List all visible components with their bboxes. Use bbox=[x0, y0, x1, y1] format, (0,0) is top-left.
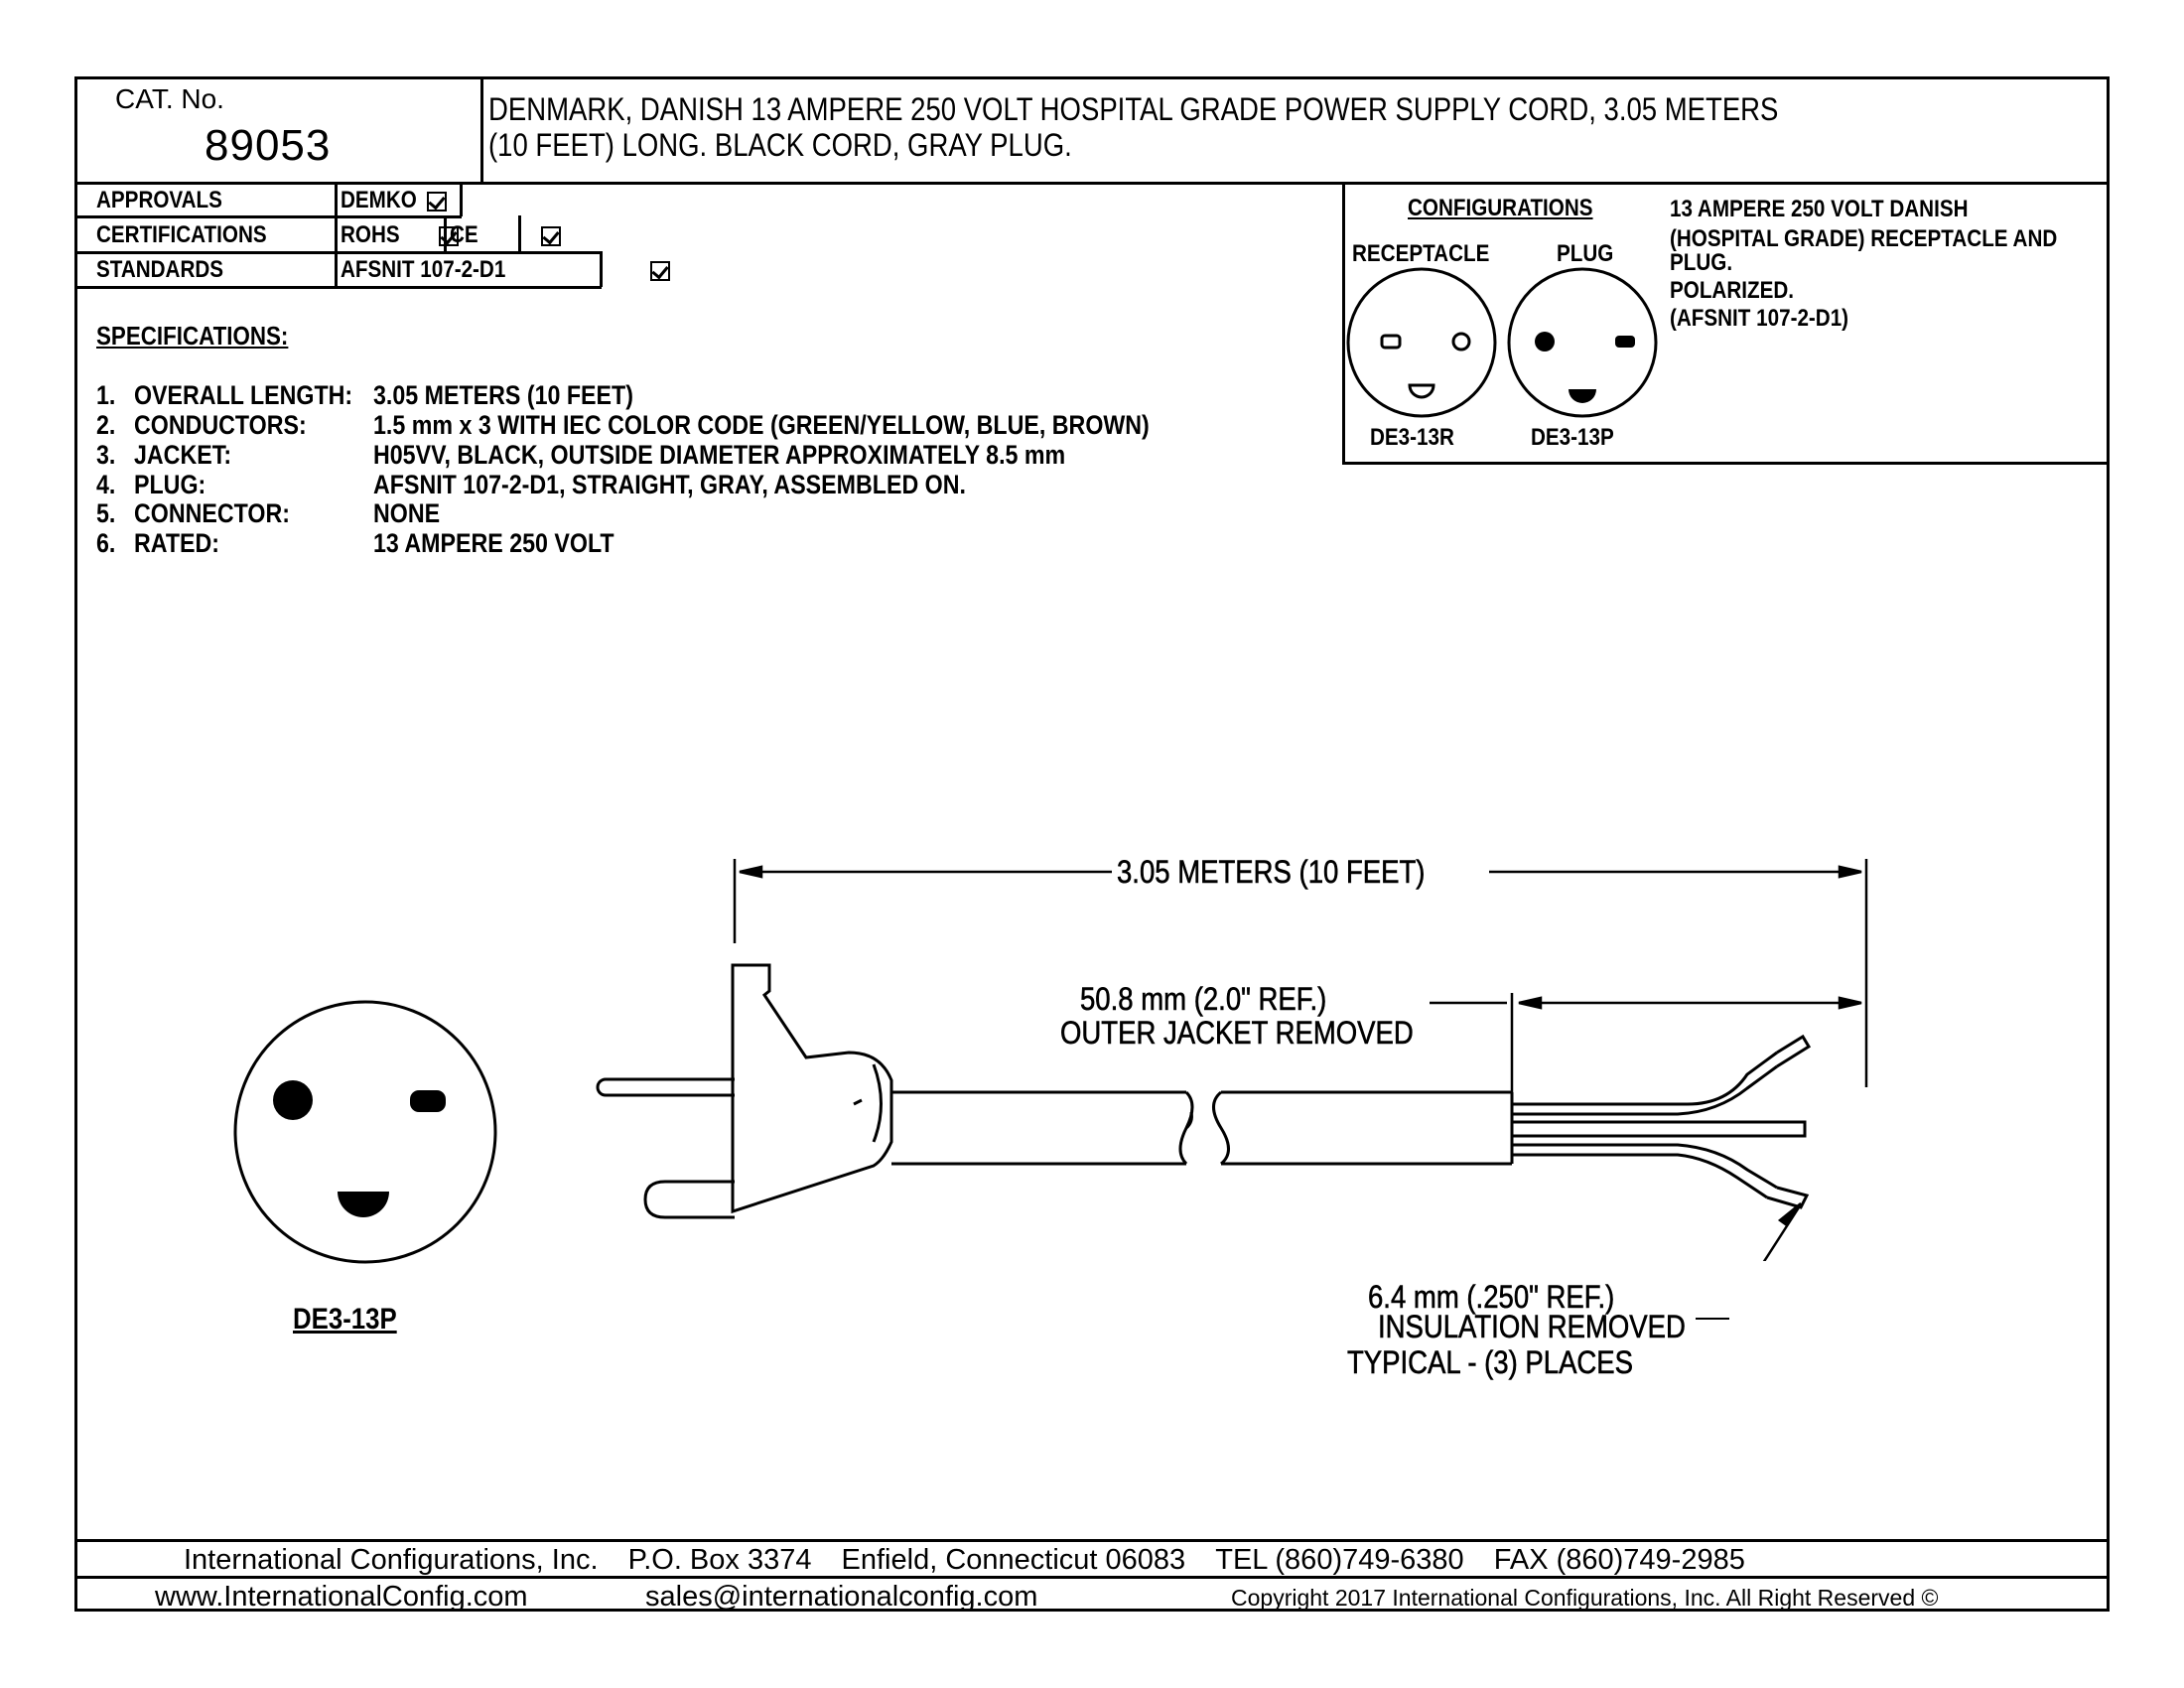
receptacle-face-icon bbox=[1346, 267, 1497, 418]
description-line-1: DENMARK, DANISH 13 AMPERE 250 VOLT HOSPI… bbox=[488, 91, 1779, 127]
jacket-dimension-line bbox=[1430, 993, 1862, 1102]
jacket-dimension-line-2: OUTER JACKET REMOVED bbox=[1060, 1015, 1414, 1052]
config-note-line-3: PLUG. bbox=[1670, 249, 1733, 276]
rohs-checkbox-icon bbox=[439, 226, 460, 246]
overall-dimension-line bbox=[733, 859, 1868, 1087]
config-note-line-4: POLARIZED. bbox=[1670, 277, 1794, 304]
footer-company: International Configurations, Inc. bbox=[184, 1544, 599, 1576]
conductors bbox=[1512, 1051, 1778, 1199]
spec-item-4-value: AFSNIT 107-2-D1, STRAIGHT, GRAY, ASSEMBL… bbox=[373, 470, 966, 499]
compliance-col-line bbox=[335, 183, 338, 288]
title-block-divider bbox=[480, 76, 483, 183]
configurations-heading: CONFIGURATIONS bbox=[1408, 195, 1593, 221]
drawing-frame bbox=[74, 76, 2110, 1612]
approvals-value: DEMKO bbox=[341, 187, 417, 213]
footer-po-box: P.O. Box 3374 bbox=[627, 1544, 812, 1576]
footer-city: Enfield, Connecticut 06083 bbox=[841, 1544, 1186, 1576]
standards-label: STANDARDS bbox=[96, 256, 224, 283]
spec-item-6-value: 13 AMPERE 250 VOLT bbox=[373, 528, 614, 558]
spec-item-6-label: RATED: bbox=[134, 528, 219, 558]
compliance-row-line-3 bbox=[74, 286, 602, 289]
plug-code: DE3-13P bbox=[1531, 424, 1614, 451]
footer-top-line bbox=[74, 1539, 2110, 1542]
receptacle-code: DE3-13R bbox=[1370, 424, 1454, 451]
insulation-label-line-3: TYPICAL - (3) PLACES bbox=[1347, 1344, 1634, 1381]
cert-rohs: ROHS bbox=[341, 221, 400, 248]
standards-value: AFSNIT 107-2-D1 bbox=[341, 256, 506, 283]
spec-item-5-label: CONNECTOR: bbox=[134, 498, 290, 528]
cert-ce: CE bbox=[450, 221, 478, 248]
spec-item-3-label: JACKET: bbox=[134, 440, 232, 470]
spec-item-2-label: CONDUCTORS: bbox=[134, 410, 307, 440]
overall-dimension-label: 3.05 METERS (10 FEET) bbox=[1117, 854, 1426, 891]
demko-checkbox-icon bbox=[427, 192, 447, 211]
spec-item-6-num: 6. bbox=[96, 528, 116, 558]
compliance-approvals-end bbox=[460, 183, 463, 216]
plug-face-large-icon bbox=[233, 1000, 497, 1264]
cord-drawing bbox=[596, 859, 1868, 1261]
approvals-cell: DEMKO bbox=[341, 187, 429, 214]
plug-face-small-icon bbox=[1507, 267, 1658, 418]
compliance-cert-end bbox=[518, 215, 521, 252]
spec-item-1-label: OVERALL LENGTH: bbox=[134, 380, 353, 410]
plug-face-label: DE3-13P bbox=[293, 1303, 397, 1336]
config-note-line-1: 13 AMPERE 250 VOLT DANISH bbox=[1670, 196, 1969, 222]
receptacle-label: RECEPTACLE bbox=[1352, 240, 1490, 267]
stripped-conductor-tips bbox=[1762, 1034, 1812, 1209]
ce-checkbox-icon bbox=[540, 226, 561, 246]
footer-tel: TEL (860)749-6380 bbox=[1215, 1544, 1464, 1576]
spec-item-4-num: 4. bbox=[96, 470, 116, 499]
jacket-dimension-line-1: 50.8 mm (2.0" REF.) bbox=[1080, 981, 1327, 1018]
compliance-std-end bbox=[600, 251, 603, 287]
configurations-box bbox=[1342, 182, 2110, 465]
spec-item-1-value: 3.05 METERS (10 FEET) bbox=[373, 380, 633, 410]
approvals-label: APPROVALS bbox=[96, 187, 222, 213]
cat-label: CAT. No. bbox=[115, 83, 224, 114]
plug-label: PLUG bbox=[1557, 240, 1614, 267]
insulation-label-line-2: INSULATION REMOVED bbox=[1378, 1309, 1686, 1345]
compliance-row-line-1 bbox=[74, 215, 462, 218]
footer-mid-line bbox=[74, 1576, 2110, 1579]
spec-item-4-label: PLUG: bbox=[134, 470, 206, 499]
config-note-line-2: (HOSPITAL GRADE) RECEPTACLE AND bbox=[1670, 225, 2058, 252]
spec-item-3-value: H05VV, BLACK, OUTSIDE DIAMETER APPROXIMA… bbox=[373, 440, 1066, 470]
cord-jacket-right bbox=[1212, 1090, 1514, 1166]
spec-item-1-num: 1. bbox=[96, 380, 116, 410]
afsnit-checkbox-icon bbox=[650, 261, 671, 281]
insulation-leader-line bbox=[1762, 1202, 1803, 1261]
spec-item-3-num: 3. bbox=[96, 440, 116, 470]
plug-prongs bbox=[596, 1077, 735, 1219]
compliance-row-line-2 bbox=[74, 251, 602, 254]
compliance-table: APPROVALS DEMKO CERTIFICATIONS ROHS CE S… bbox=[0, 0, 2184, 289]
spec-item-2-num: 2. bbox=[96, 410, 116, 440]
insulation-leader-horizontal bbox=[1696, 1318, 1729, 1320]
certifications-label: CERTIFICATIONS bbox=[96, 221, 267, 248]
specifications-heading: SPECIFICATIONS: bbox=[96, 321, 289, 351]
spec-item-5-value: NONE bbox=[373, 498, 441, 528]
config-note-line-5: (AFSNIT 107-2-D1) bbox=[1670, 305, 1849, 332]
footer-address-row: International Configurations, Inc. P.O. … bbox=[184, 1544, 1745, 1577]
insulation-label-line-1: 6.4 mm (.250" REF.) bbox=[1368, 1279, 1615, 1316]
spec-item-2-value: 1.5 mm x 3 WITH IEC COLOR CODE (GREEN/YE… bbox=[373, 410, 1150, 440]
footer-email[interactable]: sales@internationalconfig.com bbox=[645, 1581, 1038, 1613]
footer-fax: FAX (860)749-2985 bbox=[1493, 1544, 1745, 1576]
cat-number: 89053 bbox=[205, 121, 332, 170]
spec-item-5-num: 5. bbox=[96, 498, 116, 528]
description-line-2: (10 FEET) LONG. BLACK CORD, GRAY PLUG. bbox=[488, 127, 1072, 163]
cord-jacket-left bbox=[891, 1090, 1194, 1166]
plug-body bbox=[731, 963, 893, 1214]
configuration-symbols bbox=[1346, 267, 1658, 418]
footer-copyright: Copyright 2017 International Configurati… bbox=[1231, 1585, 1939, 1611]
title-block-bottom-line bbox=[74, 182, 2110, 185]
footer-website[interactable]: www.InternationalConfig.com bbox=[155, 1581, 528, 1613]
